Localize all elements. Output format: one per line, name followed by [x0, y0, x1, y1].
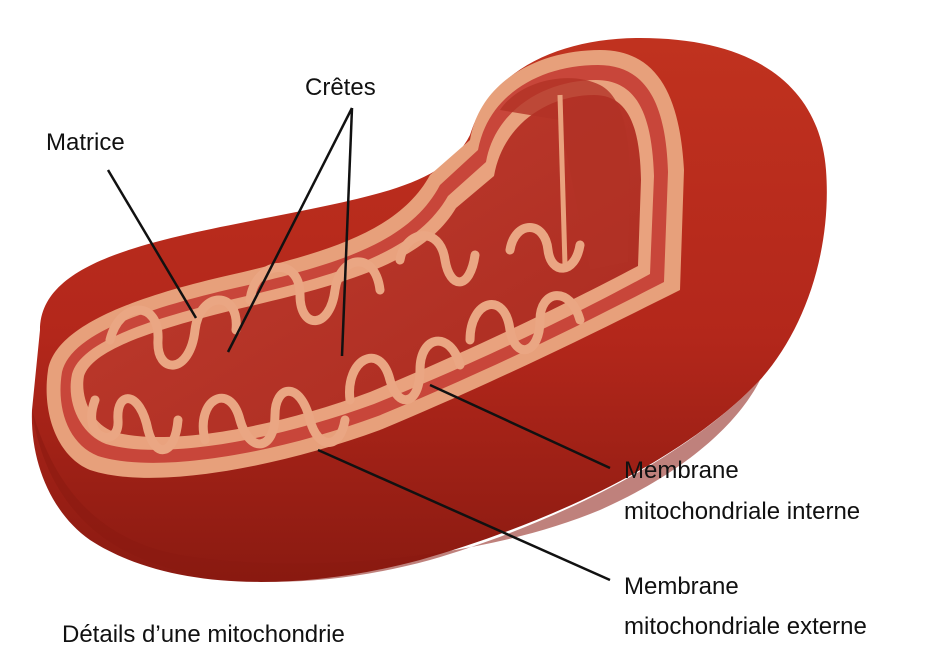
inner-membrane-label-line2: mitochondriale interne — [624, 497, 860, 527]
figure-caption: Détails d’une mitochondrie — [62, 620, 345, 650]
outer-membrane-label-line2: mitochondriale externe — [624, 612, 867, 642]
inner-membrane-label-line1: Membrane — [624, 456, 739, 486]
cretes-label: Crêtes — [305, 73, 376, 103]
outer-membrane-label-line1: Membrane — [624, 572, 739, 602]
matrice-label: Matrice — [46, 128, 125, 158]
